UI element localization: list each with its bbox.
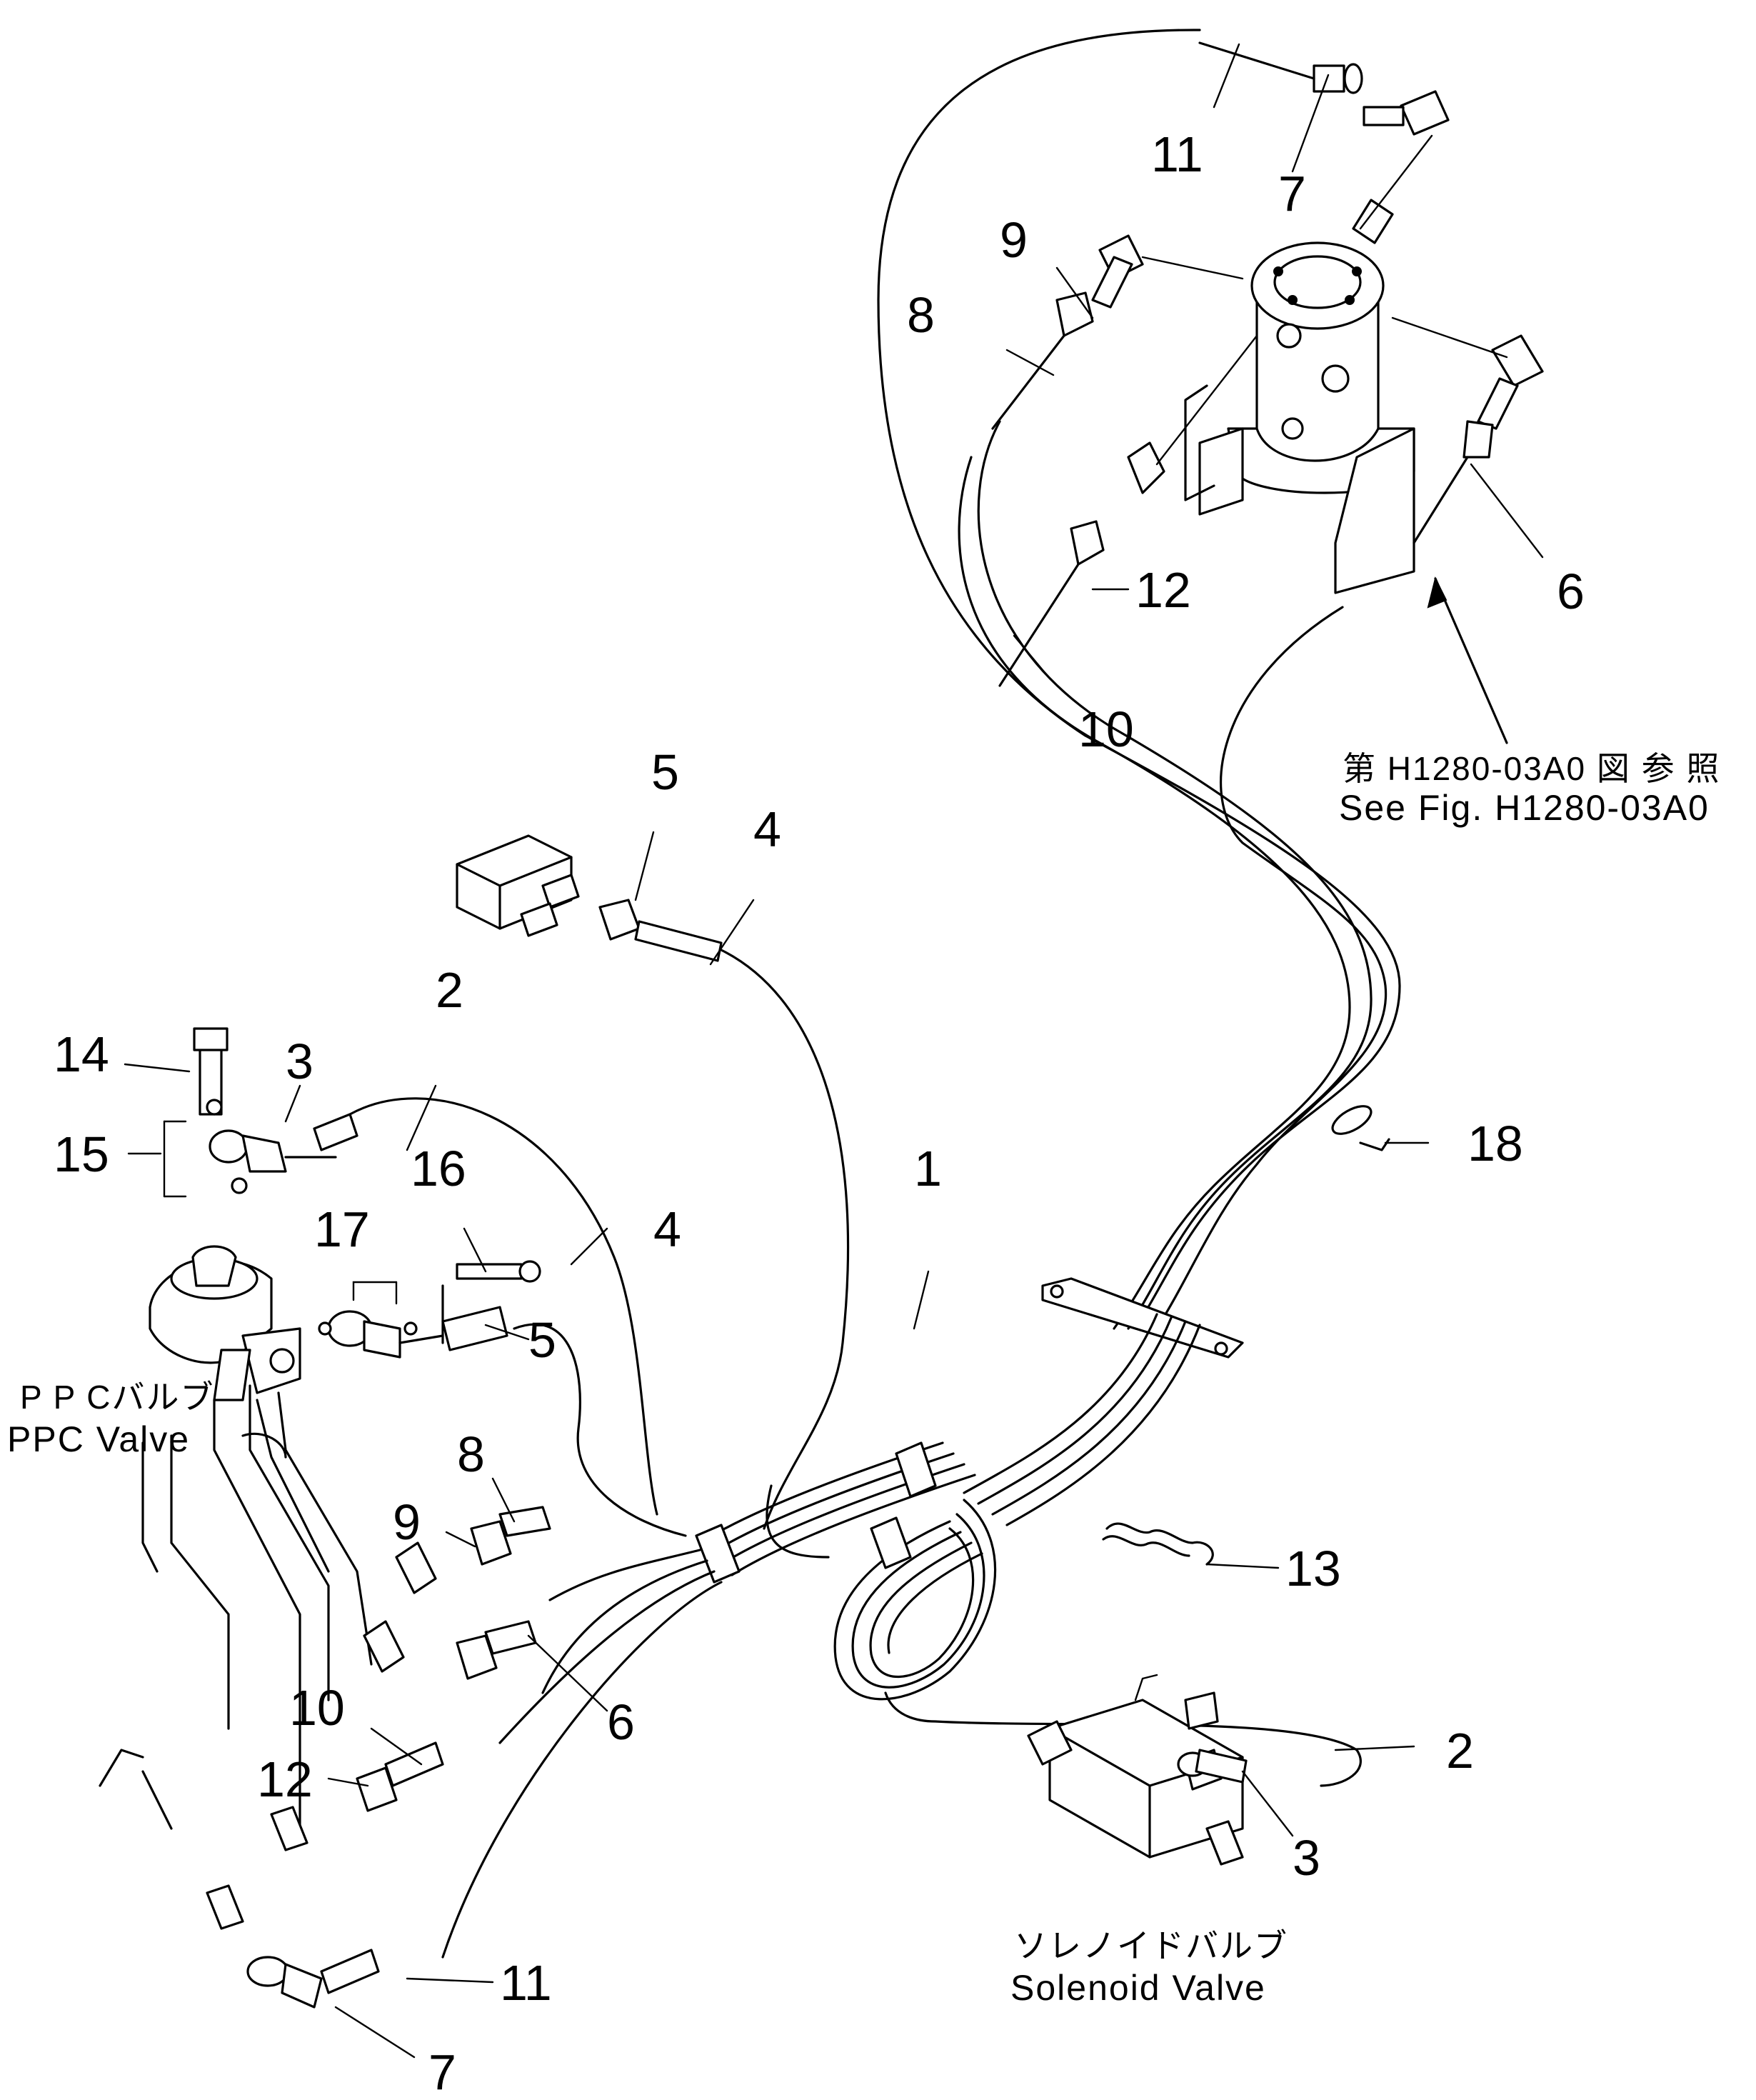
callout-15: 15 [54, 1126, 109, 1182]
hose-fittings-left [193, 1027, 551, 2009]
callout-17: 17 [314, 1201, 370, 1257]
callout-numbers: 11 7 9 8 12 10 6 5 4 2 14 3 15 16 17 4 1… [54, 126, 1585, 2100]
hose-fittings-top [991, 41, 1494, 687]
swivel-joint [1184, 199, 1415, 594]
callout-4-top: 4 [753, 801, 781, 857]
callout-16: 16 [411, 1141, 466, 1196]
callout-5-mid: 5 [528, 1312, 556, 1368]
callout-18: 18 [1467, 1116, 1523, 1171]
solenoid-valve-label-jp: ソレノイドバルブ [1014, 1927, 1288, 1964]
callout-6-top: 6 [1557, 564, 1585, 619]
spiral-protector-13 [1102, 1522, 1214, 1566]
callout-10-top: 10 [1078, 701, 1134, 757]
callout-14: 14 [54, 1026, 109, 1082]
callout-2-top: 2 [436, 962, 463, 1018]
small-block [456, 834, 723, 962]
solenoid-valve-label-en: Solenoid Valve [1010, 1968, 1266, 2008]
callout-3-right: 3 [1293, 1830, 1320, 1886]
ref-label-jp: 第 H1280-03A0 図 参 照 [1343, 750, 1720, 787]
text-labels: 第 H1280-03A0 図 参 照 See Fig. H1280-03A0 P… [7, 750, 1720, 2008]
callout-4-mid: 4 [653, 1201, 681, 1257]
callout-7-low: 7 [428, 2044, 456, 2100]
ref-label-en: See Fig. H1280-03A0 [1339, 788, 1710, 828]
callout-9-top: 9 [1000, 212, 1028, 268]
callout-7-top: 7 [1278, 166, 1306, 221]
ppc-valve-label-jp: P P Cバルブ [20, 1379, 214, 1416]
callout-9-mid: 9 [393, 1494, 421, 1550]
callout-1: 1 [914, 1141, 942, 1196]
hose-bundle [348, 29, 1401, 1959]
callout-6-mid: 6 [607, 1694, 635, 1750]
callout-3-left: 3 [286, 1034, 313, 1089]
callout-8-top: 8 [907, 287, 935, 343]
callout-12-top: 12 [1135, 562, 1191, 618]
callout-11-low: 11 [500, 1955, 552, 2011]
ppc-valve [99, 1245, 373, 1830]
callout-5-top: 5 [651, 744, 679, 800]
callout-11-top: 11 [1151, 126, 1203, 182]
callout-12-low: 12 [257, 1751, 313, 1807]
leader-lines [124, 43, 1544, 2059]
ref-arrow [1427, 576, 1508, 744]
ppc-valve-label-en: PPC Valve [7, 1419, 190, 1459]
callout-8-mid: 8 [457, 1426, 485, 1482]
callout-10-low: 10 [289, 1680, 345, 1736]
callout-13: 13 [1285, 1541, 1341, 1596]
callout-2-right: 2 [1446, 1723, 1474, 1779]
solenoid-valve [1027, 1674, 1248, 1866]
elbow-fitting-top [1091, 90, 1544, 494]
